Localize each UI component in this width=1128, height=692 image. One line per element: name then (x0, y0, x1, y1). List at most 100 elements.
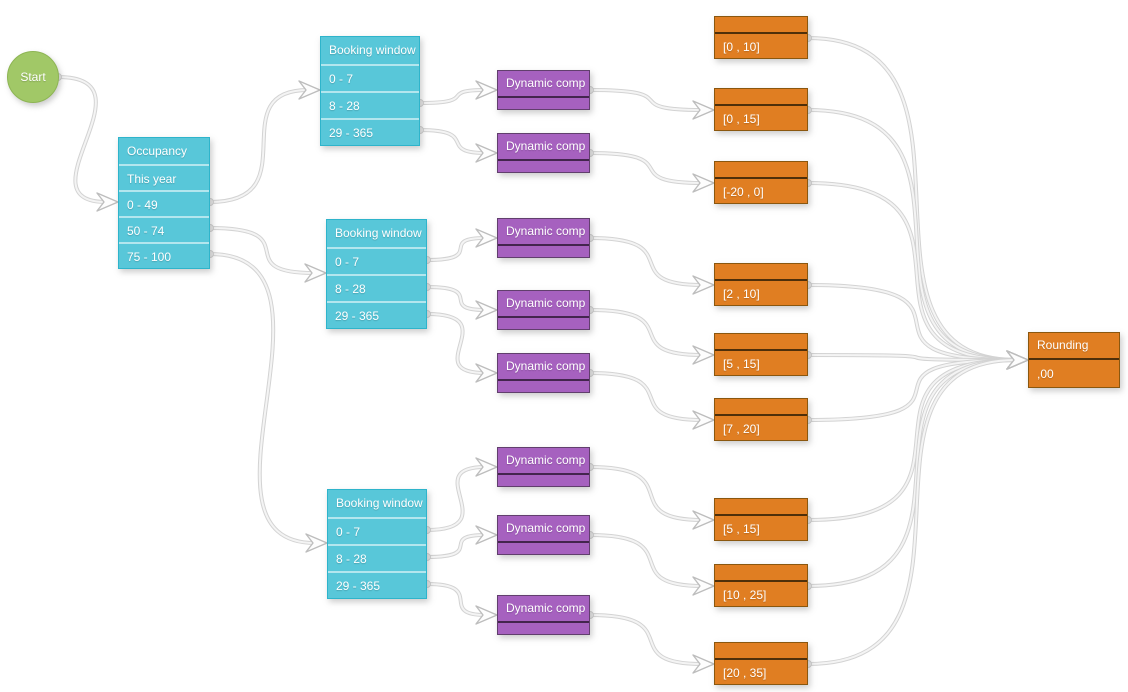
node-occupancy-row[interactable]: 0 - 49 (119, 190, 209, 216)
node-occupancy-row[interactable]: 75 - 100 (119, 242, 209, 268)
node-dc3[interactable]: Dynamic comp (497, 218, 590, 258)
wire-outline (588, 308, 704, 357)
node-dc4-body (498, 316, 589, 329)
arrowhead-icon (692, 345, 715, 365)
node-o6[interactable]: [7 , 20] (714, 398, 808, 441)
connector-dc2-to-o3 (586, 149, 715, 193)
wire-core (807, 284, 1017, 361)
connector-bw3-29-365-to-dc8 (423, 580, 498, 625)
wire-outline (806, 358, 1018, 422)
connector-dc6-to-o7 (586, 463, 715, 530)
node-o3-header (715, 162, 807, 177)
node-occupancy-header: Occupancy (127, 144, 188, 158)
wire-core (589, 372, 703, 421)
node-dc7[interactable]: Dynamic comp (497, 515, 590, 555)
node-o9-body: [20 , 35] (715, 658, 807, 684)
node-start[interactable]: Start (7, 51, 59, 103)
node-bw1-row[interactable]: 0 - 7 (321, 64, 419, 91)
node-o3[interactable]: [-20 , 0] (714, 161, 808, 204)
wire-core (589, 152, 703, 184)
node-o1-header (715, 17, 807, 32)
node-bw2-row[interactable]: 0 - 7 (327, 247, 426, 274)
node-bw1-row[interactable]: 29 - 365 (321, 118, 419, 145)
node-dc5[interactable]: Dynamic comp (497, 353, 590, 393)
node-o1[interactable]: [0 , 10] (714, 16, 808, 59)
node-bw3-row[interactable]: 29 - 365 (328, 571, 426, 598)
arrowhead-icon (692, 100, 715, 120)
node-dc5-header: Dynamic comp (506, 359, 586, 373)
arrowhead-icon (692, 173, 715, 193)
arrowhead-icon (305, 533, 328, 553)
node-dc8[interactable]: Dynamic comp (497, 595, 590, 635)
node-o6-header (715, 399, 807, 414)
arrowhead-icon (475, 300, 498, 320)
node-o7[interactable]: [5 , 15] (714, 498, 808, 541)
wire-core (807, 109, 1017, 361)
wire-core (57, 76, 107, 203)
node-bw3-row[interactable]: 0 - 7 (328, 517, 426, 544)
node-o8[interactable]: [10 , 25] (714, 564, 808, 607)
wire-core (807, 37, 1017, 361)
node-o4-body: [2 , 10] (715, 279, 807, 305)
start-label: Start (20, 70, 46, 84)
node-dc4[interactable]: Dynamic comp (497, 290, 590, 330)
node-dc2[interactable]: Dynamic comp (497, 133, 590, 173)
arrowhead-icon (475, 143, 498, 163)
node-o3-body: [-20 , 0] (715, 177, 807, 203)
arrowhead-icon (304, 263, 327, 283)
wire-core (426, 534, 486, 558)
node-dc8-header: Dynamic comp (506, 601, 586, 615)
connector-dc3-to-o4 (586, 234, 715, 295)
connector-dc5-to-o6 (586, 369, 715, 430)
node-o4[interactable]: [2 , 10] (714, 263, 808, 306)
connector-dc7-to-o8 (586, 531, 715, 596)
node-dc1-body (498, 96, 589, 109)
wire-core (807, 359, 1017, 665)
wire-outline (208, 226, 316, 275)
node-dc6[interactable]: Dynamic comp (497, 447, 590, 487)
node-bw3-row[interactable]: 8 - 28 (328, 544, 426, 571)
node-dc7-header: Dynamic comp (506, 521, 586, 535)
node-o9[interactable]: [20 , 35] (714, 642, 808, 685)
node-o6-body: [7 , 20] (715, 414, 807, 440)
arrowhead-icon (475, 457, 498, 477)
node-dc3-body (498, 244, 589, 257)
wire-core (589, 237, 703, 286)
node-o2[interactable]: [0 , 15] (714, 88, 808, 131)
arrowhead-icon (692, 275, 715, 295)
wire-outline (208, 88, 310, 204)
wire-core (589, 534, 703, 587)
wire-outline (588, 533, 704, 588)
node-dc1[interactable]: Dynamic comp (497, 70, 590, 110)
node-dc4-header: Dynamic comp (506, 296, 586, 310)
connector-bw2-8-28-to-dc4 (423, 283, 498, 320)
arrowhead-icon (475, 525, 498, 545)
node-bw1-header: Booking window (329, 43, 416, 57)
node-o1-body: [0 , 10] (715, 32, 807, 58)
connector-start-to-occupancy (54, 73, 119, 212)
node-occupancy-row[interactable]: 50 - 74 (119, 216, 209, 242)
connector-bw3-0-7-to-dc6 (423, 457, 498, 534)
node-o7-header (715, 499, 807, 514)
node-dc1-header: Dynamic comp (506, 76, 586, 90)
node-dc6-body (498, 473, 589, 486)
wire-core (589, 309, 703, 356)
node-rounding[interactable]: Rounding,00 (1028, 332, 1120, 388)
arrowhead-icon (692, 410, 715, 430)
node-bw1-row[interactable]: 8 - 28 (321, 91, 419, 118)
connector-occupancy-75-100-to-bw3 (206, 250, 328, 553)
node-o5[interactable]: [5 , 15] (714, 333, 808, 376)
node-bw2-row[interactable]: 8 - 28 (327, 274, 426, 301)
node-dc6-header: Dynamic comp (506, 453, 586, 467)
node-occupancy-row[interactable]: This year (119, 164, 209, 190)
connector-bw2-29-365-to-dc5 (423, 310, 498, 383)
connector-dc4-to-o5 (586, 306, 715, 365)
connector-bw2-0-7-to-dc3 (423, 228, 498, 264)
node-o2-body: [0 , 15] (715, 104, 807, 130)
wire-core (589, 614, 703, 665)
node-bw2-row[interactable]: 29 - 365 (327, 301, 426, 328)
